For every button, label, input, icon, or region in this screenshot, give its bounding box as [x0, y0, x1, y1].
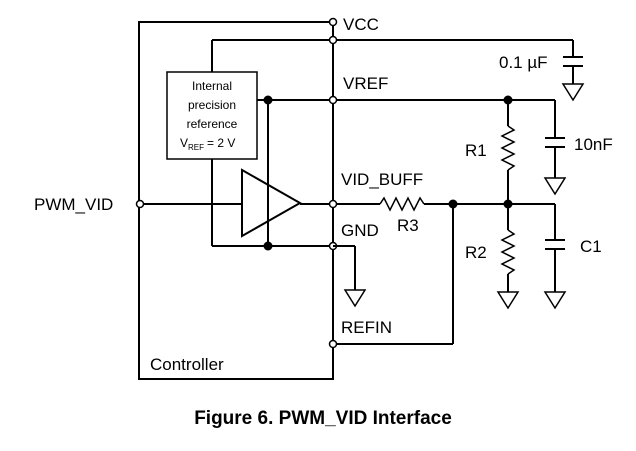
pwm-vid-label: PWM_VID: [34, 195, 113, 214]
vcc-net: [211, 17, 573, 247]
vcc-top-pin: [328, 17, 338, 27]
vref-label: VREF: [343, 74, 388, 93]
vcc-pin: [328, 35, 338, 45]
r3-label: R3: [397, 216, 419, 235]
vref-capacitor: [543, 100, 567, 196]
r1-label: R1: [465, 141, 487, 160]
resistor-r1: [500, 100, 516, 204]
reference-line-1: Internal: [192, 79, 232, 93]
ground-symbol-icon: [543, 177, 567, 196]
refin-net: [328, 204, 454, 349]
vcc-decoupling-capacitor: [561, 40, 585, 102]
op-amp-triangle-icon: [241, 168, 303, 238]
pwm-vid-pin: [135, 199, 145, 209]
ground-symbol-icon: [543, 291, 567, 310]
reference-line-3: reference: [187, 117, 238, 131]
buffer-amplifier: [241, 168, 303, 238]
vref-net: [257, 95, 555, 251]
resistor-zigzag-icon: [500, 125, 516, 171]
ground-symbol-icon: [343, 289, 367, 308]
controller-label: Controller: [150, 355, 224, 374]
ground-symbol-icon: [496, 291, 520, 310]
figure-caption: Figure 6. PWM_VID Interface: [194, 408, 452, 429]
vid-buff-net: [300, 196, 555, 212]
capacitor-c1: [543, 204, 567, 310]
r2-label: R2: [465, 243, 487, 262]
refin-pin: [328, 339, 338, 349]
refin-label: REFIN: [341, 318, 392, 337]
vcc-label: VCC: [343, 15, 379, 34]
ground-symbol-icon: [561, 83, 585, 102]
cap-vcc-label: 0.1 µF: [499, 53, 548, 72]
vid-buff-label: VID_BUFF: [341, 170, 423, 189]
vid-buff-pin: [328, 199, 338, 209]
vref-pin: [328, 95, 338, 105]
reference-line-2: precision: [188, 98, 236, 112]
reference-vref-value: VREF= 2 V: [180, 136, 235, 152]
controller-box: [138, 21, 334, 380]
c1-label: C1: [580, 237, 602, 256]
resistor-r2: [496, 204, 520, 310]
resistor-zigzag-icon: [379, 196, 425, 212]
gnd-net: [328, 241, 367, 308]
gnd-label: GND: [341, 221, 379, 240]
resistor-zigzag-icon: [500, 229, 516, 275]
cap-vref-label: 10nF: [574, 135, 613, 154]
